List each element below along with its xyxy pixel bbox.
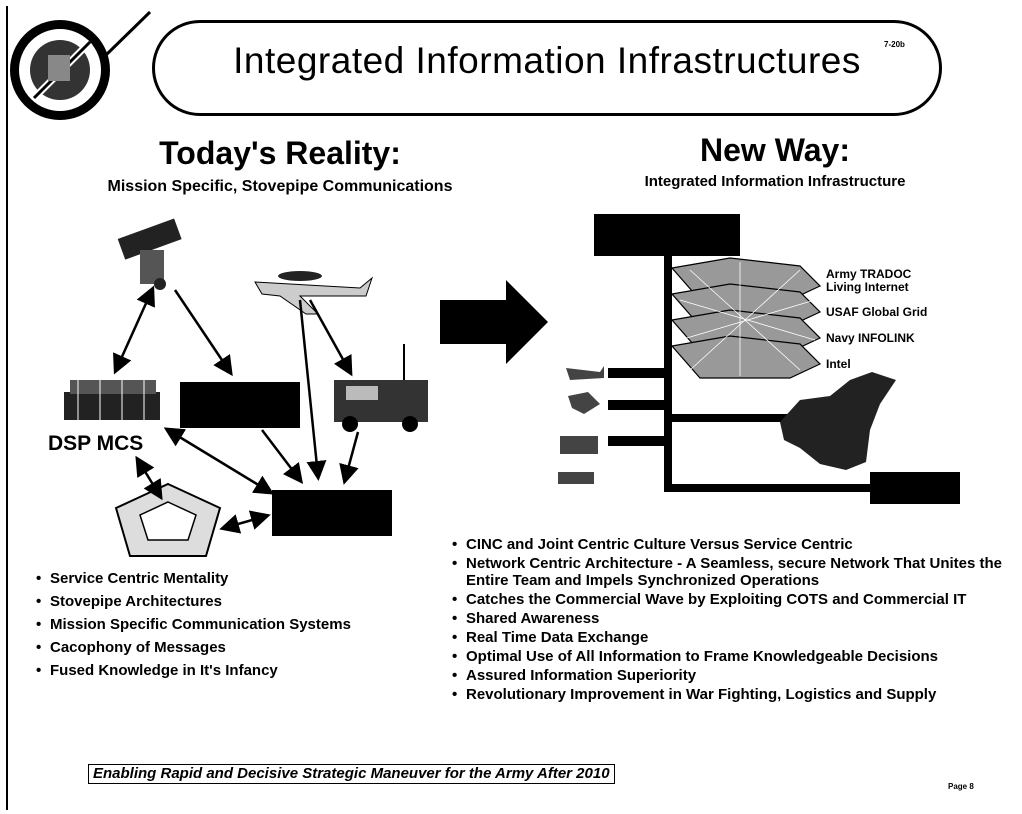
list-item: Mission Specific Communication Systems xyxy=(36,616,436,633)
satellite-icon xyxy=(117,218,182,290)
network-label-usaf: USAF Global Grid xyxy=(826,305,928,319)
vehicle-icon xyxy=(560,436,598,454)
list-item: Optimal Use of All Information to Frame … xyxy=(452,648,1012,665)
left-heading: Today's Reality: xyxy=(159,135,401,171)
list-item: Network Centric Architecture - A Seamles… xyxy=(452,555,1012,589)
top-command-box xyxy=(594,214,740,256)
bottom-right-box xyxy=(870,472,960,504)
list-item: Revolutionary Improvement in War Fightin… xyxy=(452,686,1012,703)
humvee-icon xyxy=(334,344,428,432)
list-item: Stovepipe Architectures xyxy=(36,593,436,610)
list-item: Cacophony of Messages xyxy=(36,639,436,656)
network-label-navy: Navy INFOLINK xyxy=(826,331,915,345)
building-icon xyxy=(64,380,160,420)
title-frame xyxy=(152,20,942,116)
slide-title: Integrated Information Infrastructures xyxy=(233,40,861,81)
page-number: Page 8 xyxy=(948,782,974,791)
left-bullet-list: Service Centric Mentality Stovepipe Arch… xyxy=(36,570,436,685)
dsp-mcs-label: DSP MCS xyxy=(48,432,144,455)
left-subheading: Mission Specific, Stovepipe Communicatio… xyxy=(107,178,453,195)
network-label-army: Army TRADOC Living Internet xyxy=(826,267,912,294)
fusion-node-box xyxy=(272,490,392,536)
list-item: Shared Awareness xyxy=(452,610,1012,627)
us-map-icon xyxy=(780,372,896,470)
list-item: Fused Knowledge in It's Infancy xyxy=(36,662,436,679)
awacs-aircraft-icon xyxy=(254,271,374,315)
list-item: Service Centric Mentality xyxy=(36,570,436,587)
pentagon-icon xyxy=(114,482,222,557)
army-science-board-seal xyxy=(10,10,152,120)
helicopter-icon xyxy=(568,392,600,414)
tank-icon xyxy=(558,472,594,484)
integrated-network-diagram xyxy=(558,214,960,504)
right-bullet-list: CINC and Joint Centric Culture Versus Se… xyxy=(452,536,1012,705)
right-heading: New Way: xyxy=(700,132,850,168)
list-item: Assured Information Superiority xyxy=(452,667,1012,684)
command-node-box xyxy=(180,382,300,428)
aircraft-icon xyxy=(566,366,604,380)
page-frame xyxy=(6,6,1020,810)
slide-number: 7-20b xyxy=(884,40,905,49)
list-item: Real Time Data Exchange xyxy=(452,629,1012,646)
list-item: CINC and Joint Centric Culture Versus Se… xyxy=(452,536,1012,553)
list-item: Catches the Commercial Wave by Exploitin… xyxy=(452,591,1012,608)
footer-tagline: Enabling Rapid and Decisive Strategic Ma… xyxy=(88,764,615,784)
network-label-intel: Intel xyxy=(826,357,851,371)
right-subheading: Integrated Information Infrastructure xyxy=(644,173,906,190)
transition-arrow-icon xyxy=(440,280,548,364)
